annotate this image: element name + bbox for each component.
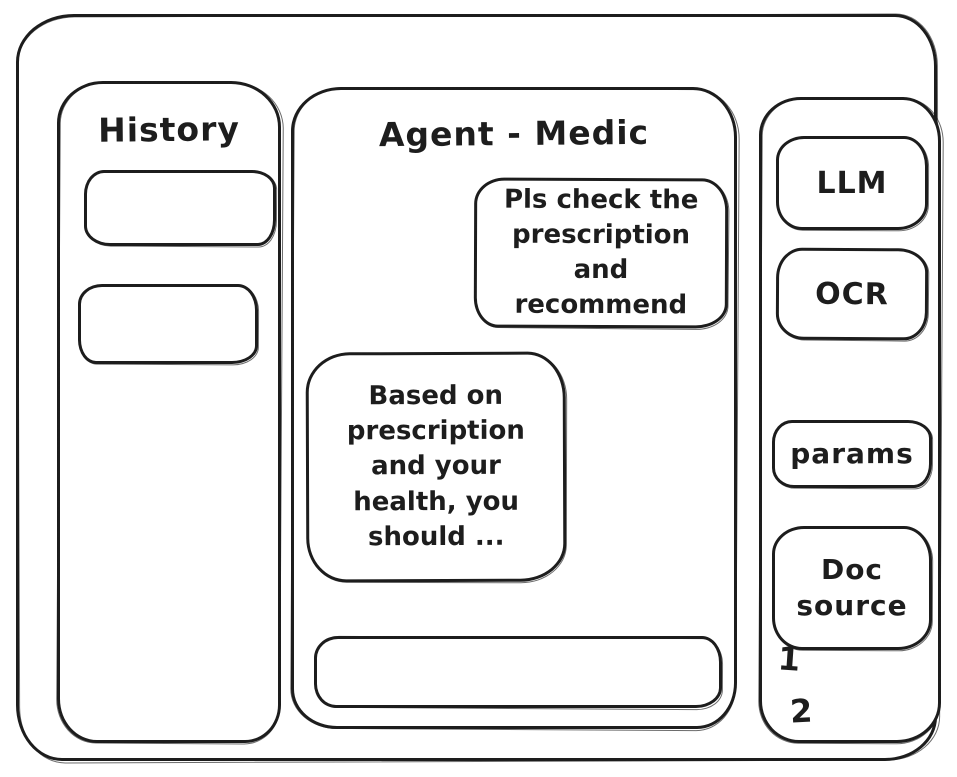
params-button[interactable]: params [772, 420, 932, 488]
ocr-button[interactable]: OCR [775, 247, 929, 341]
history-item[interactable] [84, 170, 276, 246]
chat-input[interactable] [314, 636, 722, 708]
annotation-number-2: 2 [789, 691, 814, 731]
doc-source-button[interactable]: Doc source [772, 526, 932, 650]
history-item[interactable] [78, 284, 258, 364]
chat-title: Agent - Medic [378, 112, 650, 155]
user-message-bubble: Pls check the prescription and recommend [473, 177, 729, 329]
annotation-number-1: 1 [776, 639, 802, 679]
chat-panel: Agent - Medic Pls check the prescription… [291, 87, 737, 729]
history-title: History [97, 109, 241, 150]
tools-panel: LLM OCR params Doc source 1 2 [759, 97, 941, 743]
app-window: History Agent - Medic Pls check the pres… [16, 14, 941, 761]
history-panel: History [57, 81, 281, 743]
llm-button[interactable]: LLM [776, 136, 928, 230]
agent-message-bubble: Based on prescription and your health, y… [305, 351, 567, 583]
